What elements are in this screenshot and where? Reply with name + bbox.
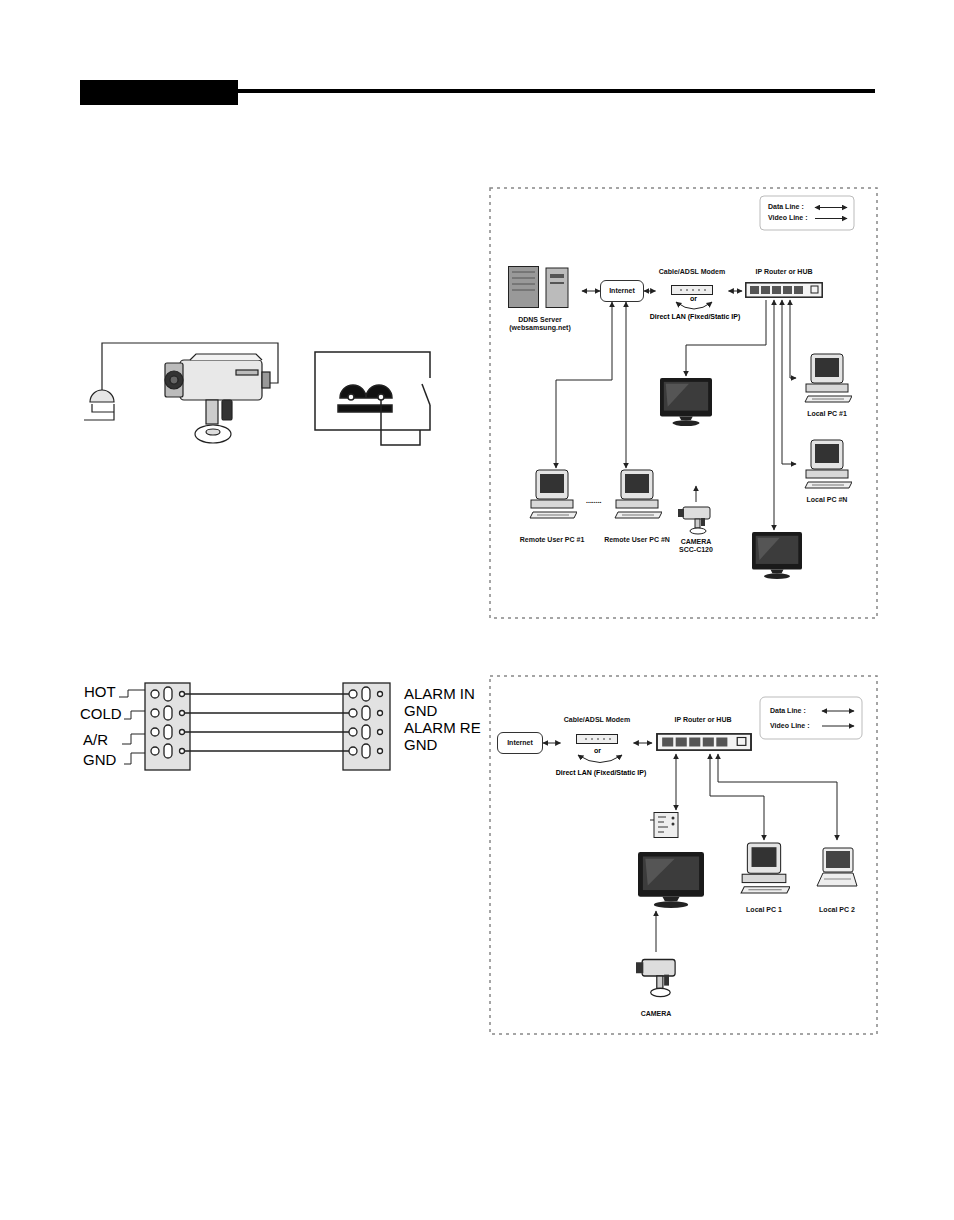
laptop-node: Local PC 2 — [806, 840, 868, 914]
pin-label: GND — [83, 751, 116, 768]
node-label: Local PC 1 — [746, 906, 782, 914]
node-label: DDNS Server (websamsung.net) — [502, 316, 578, 332]
node-label: SCC-C120 — [679, 546, 713, 554]
data-line — [729, 291, 743, 292]
node-label: Cable/ADSL Modem — [659, 268, 725, 276]
data-line — [644, 291, 656, 292]
cloud-box: Internet — [600, 280, 644, 302]
terminal-block — [119, 683, 390, 770]
pc-node: Remote User PC #N — [598, 468, 676, 544]
pc-node: Local PC #1 — [796, 352, 858, 418]
relay-symbol — [315, 352, 430, 445]
signal-label: ALARM RE — [404, 719, 481, 736]
pc-node: Local PC 1 — [730, 840, 798, 914]
legend-entry: Video Line : — [770, 722, 810, 730]
node-label: Remote User PC #N — [604, 536, 670, 544]
node-label: IP Router or HUB — [674, 716, 731, 724]
node-label: Local PC 2 — [819, 906, 855, 914]
server-node: DDNS Server (websamsung.net) — [498, 266, 582, 332]
ellipsis-mark: ........ — [586, 497, 602, 505]
cloud-box: Internet — [497, 732, 543, 754]
data-line — [782, 300, 796, 464]
modem-node: Cable/ADSL Modem — [561, 716, 634, 748]
data-line — [582, 291, 600, 292]
camera-node: CAMERASCC-C120 — [672, 502, 720, 554]
node-label: Cable/ADSL Modem — [564, 716, 630, 724]
node-label: IP Router or HUB — [755, 268, 812, 276]
legend-entry: Data Line : — [768, 203, 804, 211]
pc-node: Local PC #N — [796, 438, 858, 504]
node-label: Local PC #1 — [807, 410, 847, 418]
node-label: Remote User PC #1 — [520, 536, 585, 544]
data-line — [634, 743, 653, 744]
pc-node: Remote User PC #1 — [512, 468, 592, 544]
data-line — [626, 302, 627, 468]
option-note: or — [690, 295, 697, 303]
data-line — [718, 754, 837, 840]
signal-label: GND — [404, 736, 437, 753]
node-label: CAMERA — [681, 538, 712, 546]
option-note: Direct LAN (Fixed/Static IP) — [644, 313, 746, 321]
pin-label: A/R — [83, 731, 108, 748]
legend-entry: Video Line : — [768, 214, 808, 222]
node-label: Internet — [507, 739, 533, 747]
signal-label: GND — [404, 702, 437, 719]
pin-label: HOT — [84, 683, 116, 700]
data-line — [543, 743, 561, 744]
option-note: Direct LAN (Fixed/Static IP) — [550, 769, 652, 777]
router-node: IP Router or HUB — [742, 268, 826, 300]
pin-label: COLD — [80, 705, 122, 722]
node-label: CAMERA — [641, 1010, 672, 1018]
node-label: Internet — [609, 287, 635, 295]
node-label: Local PC #N — [807, 496, 848, 504]
option-note: or — [594, 747, 601, 755]
data-line — [790, 300, 796, 378]
camera-illustration — [84, 343, 278, 443]
router-node: IP Router or HUB — [652, 716, 754, 754]
legend-entry: Data Line : — [770, 707, 806, 715]
signal-label: ALARM IN — [404, 685, 475, 702]
camera-node: CAMERA — [626, 952, 686, 1018]
